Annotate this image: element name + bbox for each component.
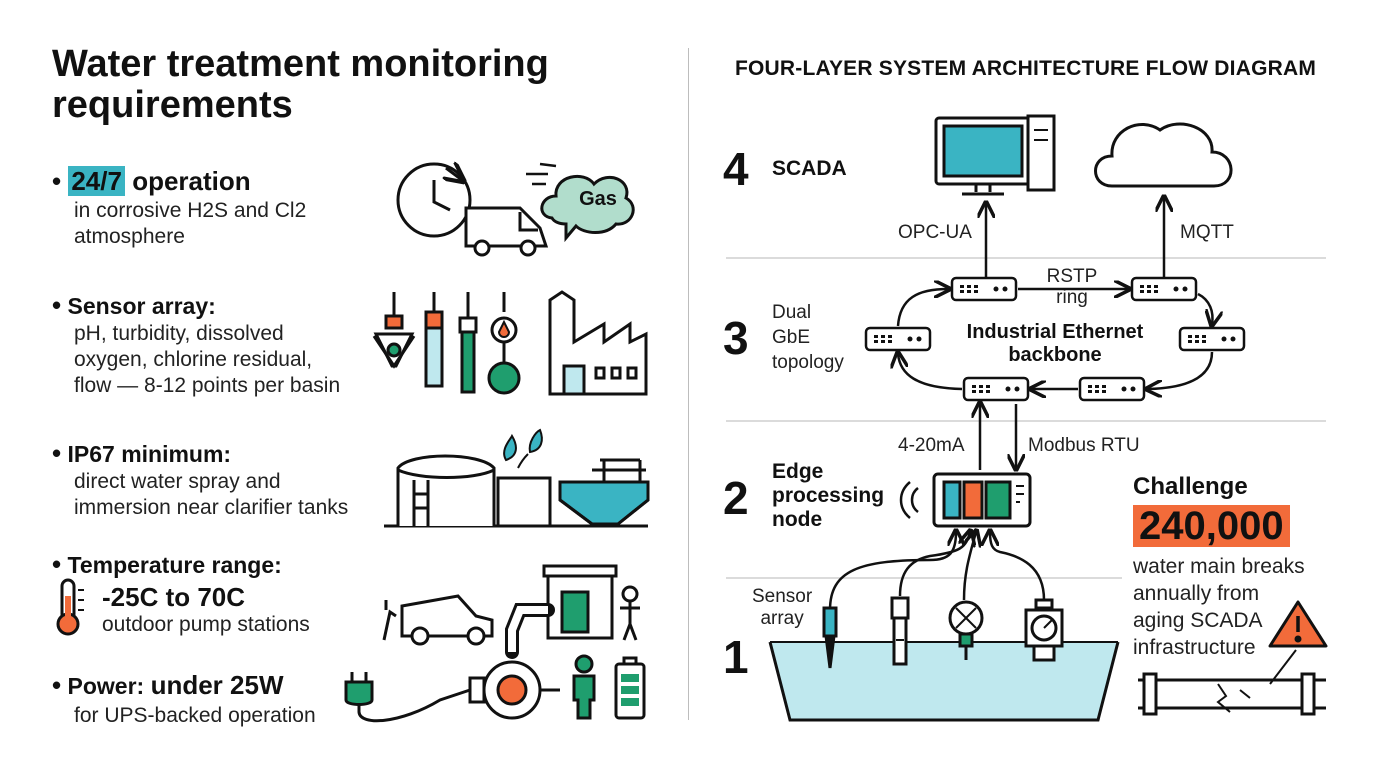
edge-links: [980, 404, 1016, 470]
layer-1-number: 1: [723, 631, 749, 683]
ph-probe-icon: [822, 606, 838, 669]
clock-icon: [396, 164, 472, 238]
requirement-temperature: • Temperature range: -25C to 70C outdoor…: [52, 549, 310, 636]
protocol-opcua: OPC-UA: [898, 222, 972, 243]
backbone-label: Industrial Ethernet backbone: [966, 321, 1144, 366]
gas-label: Gas: [579, 188, 617, 210]
requirement-title: operation: [132, 166, 251, 196]
protocol-modbus-rtu: Modbus RTU: [1028, 435, 1140, 456]
sensor-probes-icon: [372, 292, 521, 395]
layer-4-number: 4: [723, 143, 749, 195]
requirement-sensor-array: • Sensor array: pH, turbidity, dissolved…: [52, 290, 341, 397]
layer-2-number: 2: [723, 472, 749, 524]
sensor-label-flow: Flow meter: [1018, 670, 1068, 712]
plug-icon: [344, 672, 471, 723]
flow-meter-icon: [1024, 598, 1064, 662]
layer-4-name: SCADA: [772, 157, 847, 180]
cloud-historian-label: Cloud historian: [1126, 140, 1208, 183]
power-value: under 25W: [150, 670, 284, 700]
turbidity-sensor-icon: [890, 596, 910, 666]
van-icon: [464, 206, 549, 257]
challenge-label: Challenge: [1133, 473, 1248, 500]
do-sensor-icon: [948, 600, 984, 660]
layer-1-name: Sensor array: [752, 586, 813, 629]
requirement-ip67: • IP67 minimum: direct water spray and i…: [52, 438, 349, 519]
challenge-number: 240,000: [1133, 505, 1290, 547]
layer-2-name: Edge processing node: [772, 460, 885, 531]
gas-cloud-icon: [526, 162, 635, 243]
layer-3-number: 3: [723, 312, 749, 364]
scada-workstation-icon: [934, 114, 1056, 196]
protocol-mqtt: MQTT: [1180, 222, 1234, 243]
temperature-value: -25C to 70C: [102, 582, 246, 612]
challenge-description: water main breaks annually from aging SC…: [1133, 555, 1305, 659]
page-title: Water treatment monitoring requirements: [52, 43, 549, 126]
wireless-icon: [899, 481, 919, 519]
column-divider: [688, 48, 689, 720]
person-icon: [572, 654, 596, 720]
factory-icon: [548, 290, 648, 396]
battery-icon: [614, 656, 646, 720]
diagram-title: FOUR-LAYER SYSTEM ARCHITECTURE FLOW DIAG…: [735, 57, 1317, 80]
sensor-to-edge-links: [828, 532, 1046, 611]
sensor-label-do: DO sensor: [942, 670, 1000, 712]
highlight-24-7: 24/7: [68, 166, 125, 196]
clarifier-tanks-icon: [384, 428, 650, 528]
sensor-label-turbidity: Turbidity sensor: [862, 670, 936, 712]
protocol-rstp-ring: RSTP ring: [1046, 266, 1098, 308]
edge-node-icon: [932, 472, 1032, 528]
layer-3-name: Dual GbE topology: [772, 302, 844, 373]
requirement-operation: • 24/7 operation in corrosive H2S and Cl…: [52, 166, 307, 248]
requirement-power: • Power: under 25W for UPS-backed operat…: [52, 670, 316, 727]
protocol-4-20ma: 4-20mA: [898, 435, 965, 456]
pump-station-icon: [382, 564, 640, 720]
